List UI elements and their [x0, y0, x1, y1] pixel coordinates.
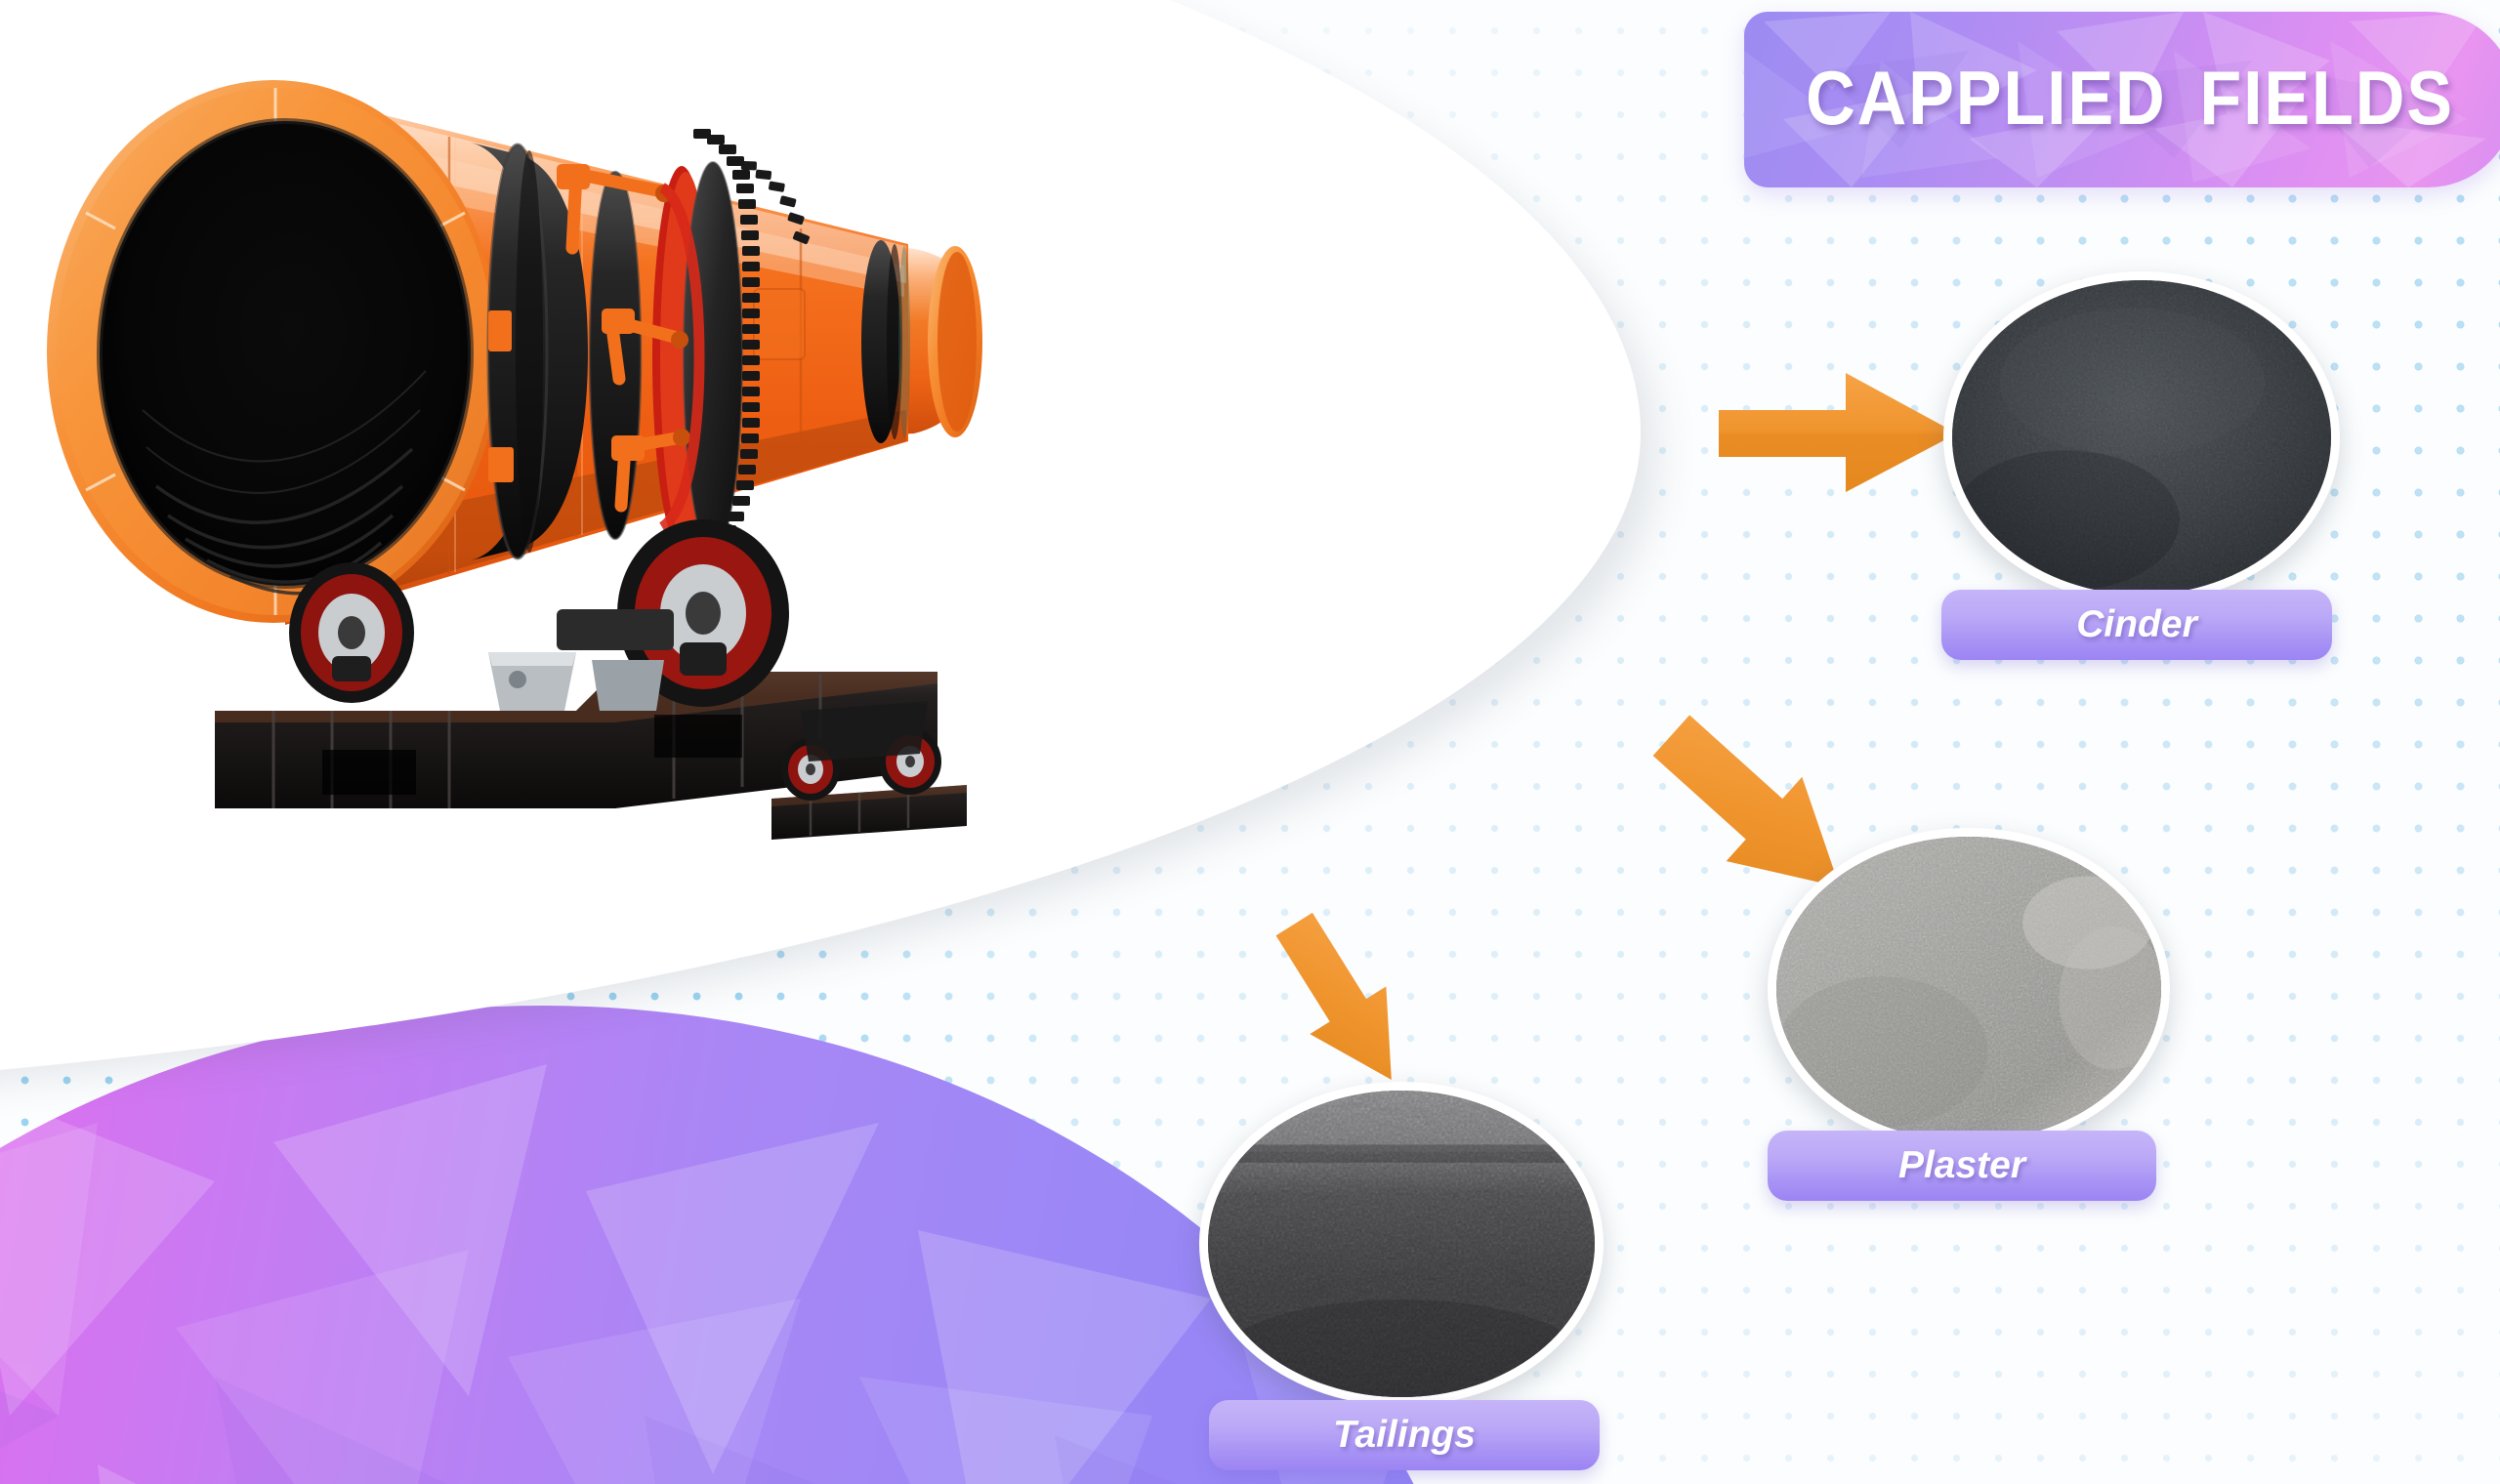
down-right-arrow-icon: [1652, 715, 1840, 887]
tailings-texture-photo: [1199, 1082, 1604, 1406]
right-base-frame: [771, 701, 967, 840]
rotary-dryer-illustration: [47, 80, 982, 840]
material-circle-plaster: [1768, 828, 2170, 1150]
applied-fields-banner: CAPPLIED FIELDS: [1744, 12, 2500, 187]
banner-polygon-texture: [1744, 12, 2486, 187]
banner-title: CAPPLIED FIELDS: [1806, 54, 2454, 141]
cinder-texture-photo: [1943, 271, 2340, 603]
material-circle-cinder: [1943, 271, 2340, 603]
arrow-to-cinder: [1719, 369, 1963, 496]
right-arrow-icon: [1719, 373, 1957, 492]
down-right-arrow-icon-2: [1275, 912, 1392, 1080]
arrow-to-plaster: [1652, 715, 1912, 918]
material-circle-tailings: [1199, 1082, 1604, 1406]
plaster-texture-photo: [1768, 828, 2170, 1150]
material-label-plaster[interactable]: Plaster: [1768, 1131, 2156, 1201]
rotary-dryer-image: [29, 27, 1553, 886]
arrow-to-tailings: [1275, 912, 1504, 1115]
material-label-cinder[interactable]: Cinder: [1941, 590, 2332, 660]
plaster-texture-svg: [1776, 837, 2161, 1141]
tailings-texture-svg: [1208, 1091, 1595, 1397]
cinder-texture-svg: [1952, 280, 2331, 595]
left-base-frame: [215, 519, 938, 808]
material-label-tailings[interactable]: Tailings: [1209, 1400, 1600, 1470]
